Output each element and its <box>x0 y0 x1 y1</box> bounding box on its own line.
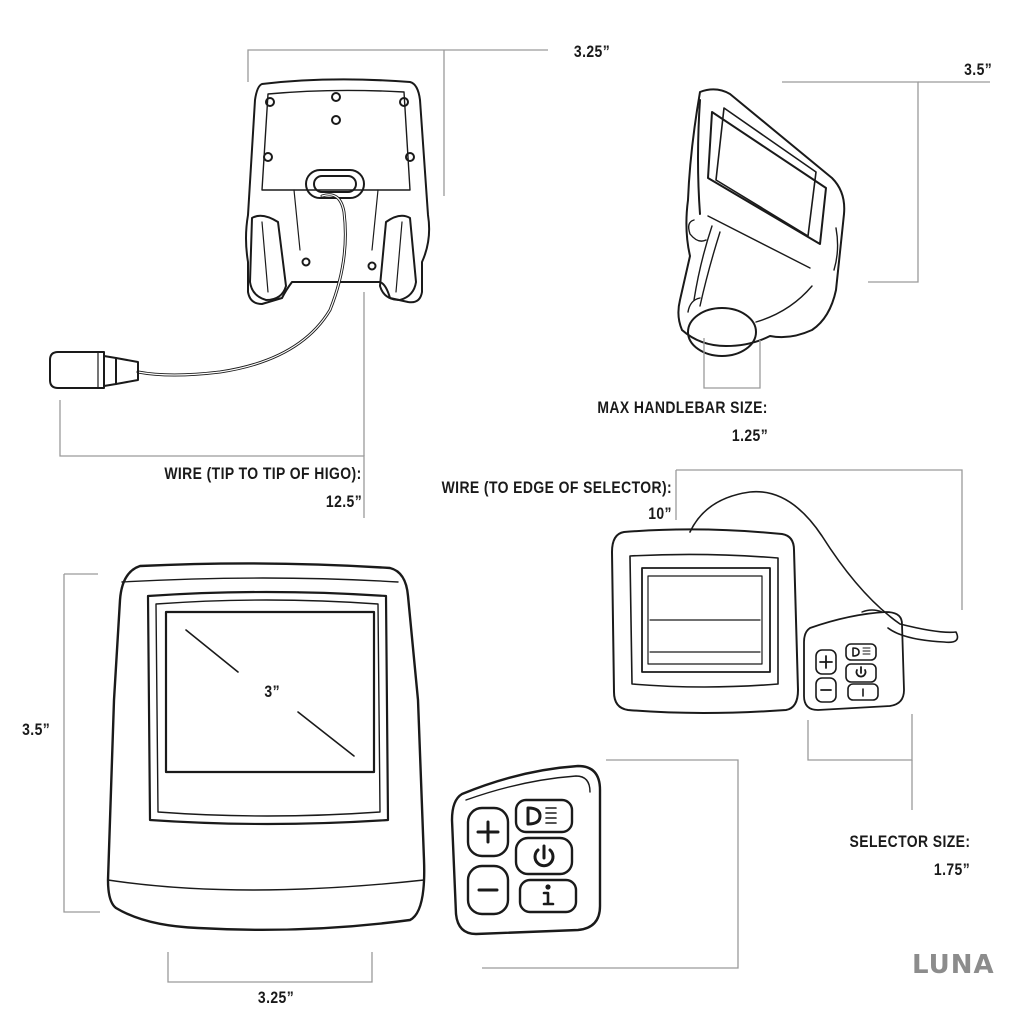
front-height-label: 3.5” <box>22 720 50 739</box>
selector-large <box>450 764 602 936</box>
side-height-label: 3.5” <box>964 60 992 79</box>
luna-logo: LUNA <box>912 950 995 980</box>
display-rear-view <box>49 78 431 389</box>
wire-selector-value: 10” <box>648 504 672 523</box>
handlebar-size-title: MAX HANDLEBAR SIZE: <box>597 398 768 417</box>
handlebar-size-value: 1.25” <box>731 426 768 445</box>
wire-higo-title: WIRE (TIP TO TIP OF HIGO): <box>164 464 362 483</box>
assembled-view <box>611 490 959 714</box>
wire-higo-value: 12.5” <box>325 492 362 511</box>
front-width-label: 3.25” <box>257 988 294 1007</box>
display-side-view <box>677 88 846 357</box>
selector-size-title: SELECTOR SIZE: <box>849 832 970 851</box>
wire-selector-title: WIRE (TO EDGE OF SELECTOR): <box>441 478 672 497</box>
screen-diagonal-label: 3” <box>264 682 280 701</box>
top-width-label: 3.25” <box>573 42 610 61</box>
display-front-view <box>106 562 426 931</box>
selector-size-value: 1.75” <box>933 860 970 879</box>
dimension-lines <box>59 49 990 983</box>
